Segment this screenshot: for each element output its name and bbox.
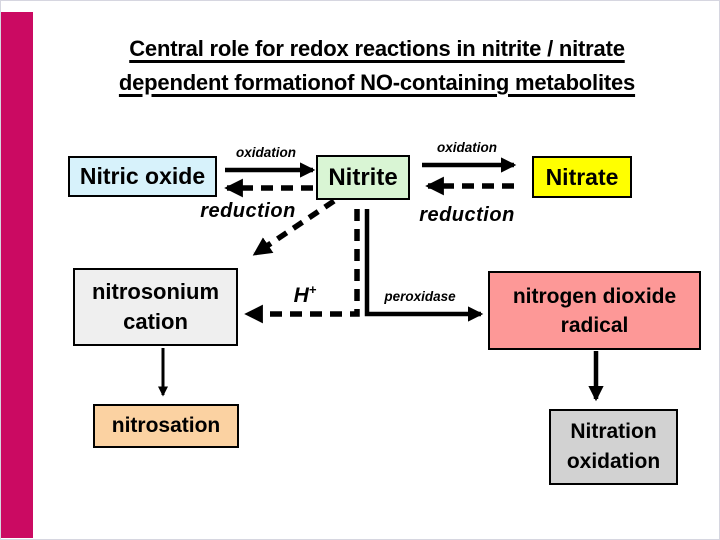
- node-nitrate: Nitrate: [532, 156, 632, 198]
- h-plus-base: H: [293, 284, 309, 307]
- node-nitrate-label: Nitrate: [545, 163, 619, 190]
- node-nitrogen-dioxide-radical: nitrogen dioxide radical: [488, 271, 701, 350]
- node-nitrite: Nitrite: [316, 155, 410, 200]
- label-h-plus: H+: [294, 282, 317, 308]
- title-line-2: dependent formationof NO-containing meta…: [118, 70, 636, 95]
- node-nitrogen-dioxide-radical-line-1: nitrogen dioxide: [512, 284, 677, 308]
- label-reduction-nitrite-to-no: reduction: [200, 200, 296, 222]
- label-oxidation-no-to-nitrite: oxidation: [236, 145, 296, 160]
- node-nitration-oxidation-line-1: Nitration: [570, 420, 657, 443]
- node-nitrosonium-cation-line-1: nitrosonium: [91, 279, 220, 304]
- node-nitric-oxide: Nitric oxide: [68, 156, 217, 197]
- node-nitration-oxidation-line-2: oxidation: [566, 450, 661, 473]
- node-nitration-oxidation: Nitration oxidation: [549, 409, 678, 485]
- page-title: Central role for redox reactions in nitr…: [43, 32, 711, 100]
- node-nitric-oxide-label: Nitric oxide: [79, 163, 206, 190]
- node-nitrogen-dioxide-radical-line-2: radical: [560, 313, 629, 337]
- label-oxidation-nitrite-to-nitrate: oxidation: [437, 140, 497, 155]
- accent-bar: [1, 12, 33, 538]
- node-nitrosation-label: nitrosation: [111, 413, 221, 437]
- node-nitrosonium-cation: nitrosonium cation: [73, 268, 238, 346]
- label-peroxidase: peroxidase: [384, 289, 456, 304]
- node-nitrosonium-cation-line-2: cation: [123, 309, 188, 334]
- h-plus-superscript: +: [308, 282, 317, 297]
- title-line-1: Central role for redox reactions in nitr…: [129, 36, 625, 61]
- node-nitrite-label: Nitrite: [328, 163, 398, 191]
- node-nitrosation: nitrosation: [93, 404, 239, 448]
- label-reduction-nitrate-to-nitrite: reduction: [419, 204, 515, 226]
